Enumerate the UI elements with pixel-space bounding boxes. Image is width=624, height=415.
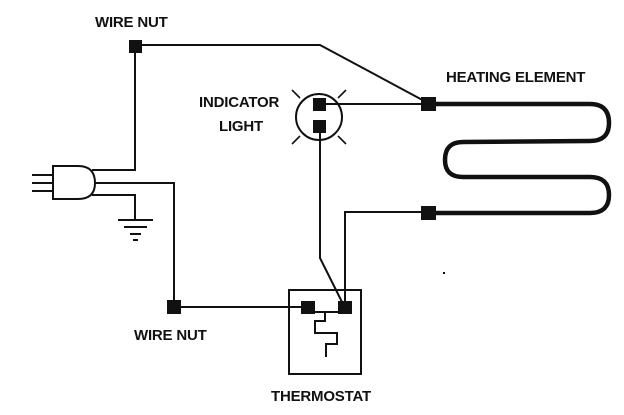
wire-top-nut-to-element [135, 44, 429, 104]
stray-mark [443, 272, 445, 274]
heating-element-terminal-2 [421, 206, 436, 220]
plug-body [52, 165, 97, 200]
wire-plug-to-top-nut [92, 46, 136, 171]
thermostat-terminal-2 [338, 301, 352, 314]
wire-light-to-thermostat [319, 126, 345, 307]
indicator-light-label-line1: INDICATOR [199, 94, 280, 111]
thermostat-housing [288, 289, 362, 375]
heating-element [421, 97, 612, 220]
wire-plug-to-bottom-nut [95, 182, 175, 307]
indicator-light-bulb [295, 93, 343, 141]
thermostat [288, 289, 362, 375]
indicator-light-label-line2: LIGHT [219, 118, 263, 135]
indicator-light-terminal-1 [313, 98, 326, 111]
light-ray [337, 89, 347, 99]
ground-icon [118, 219, 153, 241]
thermostat-terminal-1 [301, 301, 315, 314]
light-ray [291, 89, 301, 99]
power-plug [32, 165, 97, 200]
heating-element-coil [429, 101, 612, 216]
light-ray [291, 135, 301, 145]
wire-nut-bottom [167, 300, 181, 314]
wire-nut-top [129, 40, 142, 53]
heating-element-terminal-1 [421, 97, 436, 111]
indicator-light [291, 89, 347, 145]
wire-plug-to-ground [92, 194, 136, 220]
light-ray [337, 135, 347, 145]
wire-nut-bottom-label: WIRE NUT [134, 327, 207, 344]
thermostat-label: THERMOSTAT [271, 388, 371, 405]
indicator-light-terminal-2 [313, 120, 326, 133]
heating-element-label: HEATING ELEMENT [446, 69, 585, 86]
thermostat-bimetal-zigzag [314, 312, 338, 357]
wire-nut-top-label: WIRE NUT [95, 14, 168, 31]
wire-element-to-thermostat [344, 211, 428, 306]
